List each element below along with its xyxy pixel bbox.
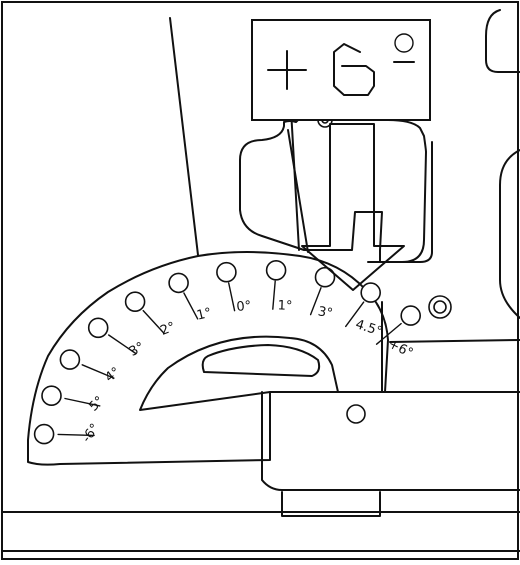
scale-label: 1° bbox=[277, 298, 292, 314]
readout-value: 6 bbox=[262, 117, 263, 119]
machine-body-lines bbox=[1, 9, 520, 552]
scale-tick bbox=[57, 433, 95, 437]
scale-label: 4.5° bbox=[353, 317, 383, 340]
scale-label: 2° bbox=[158, 319, 177, 338]
scale-ticks bbox=[57, 280, 402, 437]
readout-digit-glyph bbox=[333, 43, 375, 96]
scale-label: 3° bbox=[317, 304, 334, 321]
scale-tick bbox=[309, 287, 322, 316]
scale-tick bbox=[107, 334, 137, 355]
readout-sign: + bbox=[260, 116, 261, 119]
scale-hole bbox=[33, 423, 55, 445]
adjust-knob-center bbox=[433, 300, 447, 314]
scale-label: 4° bbox=[102, 365, 123, 386]
scale-hole bbox=[59, 349, 81, 370]
scale-label: -6° bbox=[79, 421, 103, 446]
down-arrow-indicator bbox=[301, 123, 405, 291]
readout-degree-glyph bbox=[393, 33, 415, 63]
scale-tick bbox=[272, 280, 276, 310]
scale-tick bbox=[345, 301, 365, 328]
scale-label: 1° bbox=[195, 306, 213, 324]
fence-bolt bbox=[346, 404, 366, 424]
scale-label: +6° bbox=[386, 337, 416, 362]
scale-hole bbox=[168, 272, 189, 294]
scale-tick bbox=[64, 397, 101, 407]
scale-hole bbox=[314, 266, 336, 288]
protractor-slot bbox=[201, 344, 321, 377]
readout-sign-glyph bbox=[267, 50, 307, 90]
scale-tick bbox=[142, 309, 165, 335]
scale-hole bbox=[265, 259, 287, 281]
scale-tick bbox=[183, 292, 199, 320]
fence-bar bbox=[261, 391, 520, 491]
scale-hole bbox=[124, 291, 146, 313]
scale-holes bbox=[33, 259, 422, 445]
scale-label: 3° bbox=[127, 340, 147, 360]
scale-hole bbox=[216, 261, 237, 283]
scale-tick bbox=[81, 364, 115, 379]
scale-hole bbox=[360, 282, 382, 303]
scale-tick bbox=[375, 322, 402, 345]
scale-labels: -6°5°4°3°2°1°0°1°3°4.5°+6° bbox=[79, 298, 415, 445]
scale-hole bbox=[400, 305, 422, 326]
scale-label: 5° bbox=[86, 394, 107, 415]
scale-tick bbox=[227, 282, 236, 312]
pointer-housing bbox=[239, 111, 427, 263]
scale-hole bbox=[41, 385, 62, 407]
scale-hole bbox=[87, 317, 109, 339]
scale-label: 0° bbox=[236, 299, 252, 315]
